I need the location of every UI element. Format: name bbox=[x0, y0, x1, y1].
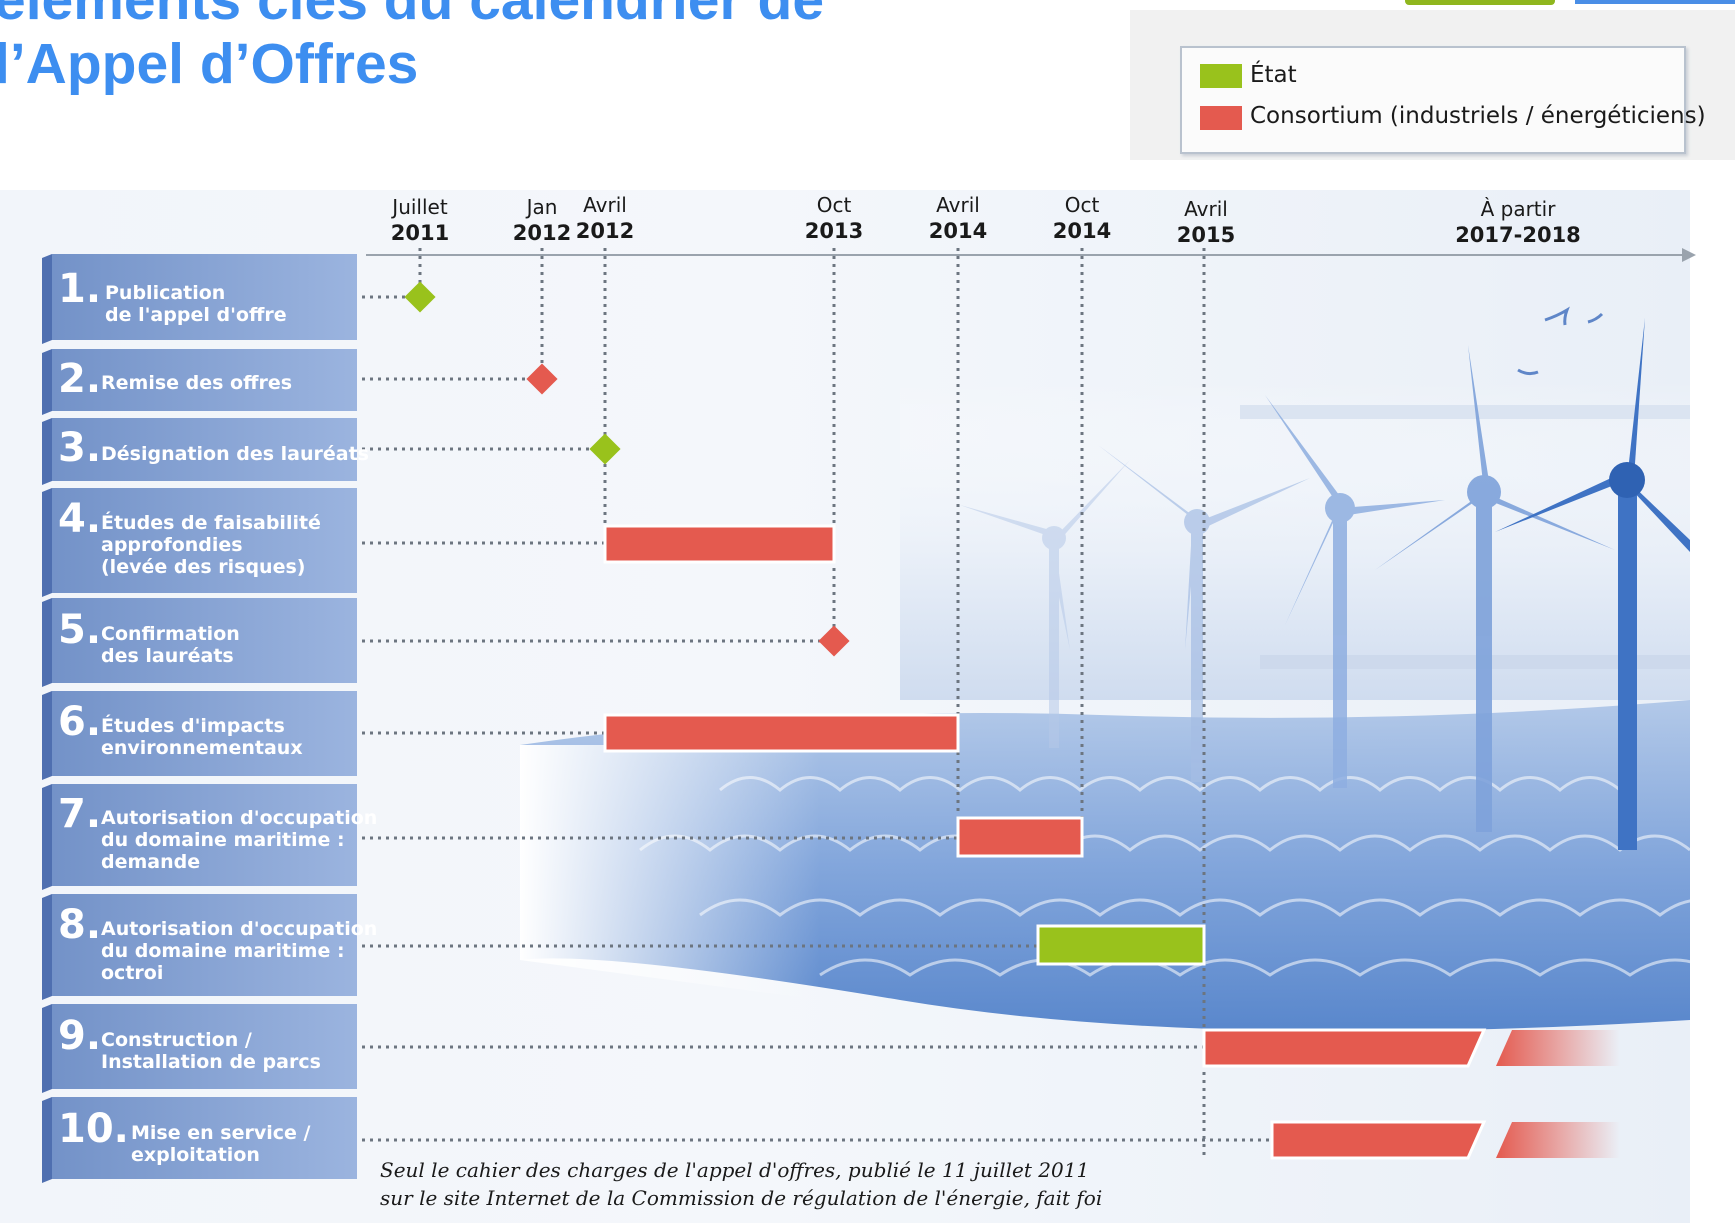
step-panel-4 bbox=[42, 488, 357, 597]
legend: État Consortium (industriels / énergétic… bbox=[1180, 46, 1706, 154]
step-text-7-line-2: du domaine maritime : bbox=[101, 829, 345, 851]
step-panel-7 bbox=[42, 784, 357, 890]
step-text-7-line-3: demande bbox=[101, 851, 201, 873]
wind-turbine-3 bbox=[1265, 395, 1445, 788]
wind-turbine-5 bbox=[1495, 318, 1690, 850]
logo-blue-bar bbox=[1575, 0, 1735, 4]
step-text-2-line-1: Remise des offres bbox=[101, 372, 293, 394]
milestone-step-2 bbox=[526, 363, 558, 395]
cloud-band bbox=[1240, 405, 1690, 419]
step-text-7-line-1: Autorisation d'occupation bbox=[101, 807, 378, 829]
step-text-1-line-2: de l'appel d'offre bbox=[105, 304, 287, 326]
step-text-10-line-2: exploitation bbox=[131, 1144, 260, 1166]
birds-icon bbox=[1517, 306, 1604, 376]
step-text-4-line-1: Études de faisabilité bbox=[101, 512, 321, 534]
step-number-3: 3. bbox=[58, 425, 102, 471]
step-number-7: 7. bbox=[58, 791, 102, 837]
step-number-9: 9. bbox=[58, 1013, 102, 1059]
logo-fragment bbox=[1405, 0, 1735, 8]
step-text-8-line-3: octroi bbox=[101, 962, 164, 984]
step-panels bbox=[42, 254, 357, 1183]
footnote: Seul le cahier des charges de l'appel d'… bbox=[380, 1156, 1102, 1212]
wind-turbine-2 bbox=[1098, 445, 1310, 782]
schedule-marks bbox=[404, 281, 1620, 1160]
step-text-6-line-2: environnementaux bbox=[101, 737, 303, 759]
step-number-8: 8. bbox=[58, 902, 102, 948]
step-panel-3 bbox=[42, 418, 357, 485]
bar-step-4 bbox=[603, 524, 836, 564]
legend-swatch-consortium bbox=[1200, 106, 1242, 130]
bar-step-9 bbox=[1202, 1028, 1620, 1068]
step-number-10: 10. bbox=[58, 1106, 129, 1152]
sea-illustration bbox=[520, 700, 1735, 1032]
step-panel-5 bbox=[42, 598, 357, 687]
step-text-5-line-2: des lauréats bbox=[101, 645, 234, 667]
step-panel-8 bbox=[42, 894, 357, 1000]
bar-step-7 bbox=[956, 816, 1084, 858]
step-leaders bbox=[362, 295, 1271, 1142]
page-title-line-2: l’Appel d’Offres bbox=[0, 32, 419, 96]
bar-step-8 bbox=[1036, 924, 1206, 966]
step-text-4-line-3: (levée des risques) bbox=[101, 556, 306, 578]
step-panel-10 bbox=[42, 1097, 357, 1183]
legend-label-consortium: Consortium (industriels / énergéticiens) bbox=[1250, 103, 1706, 129]
footnote-line-1: Seul le cahier des charges de l'appel d'… bbox=[380, 1158, 1090, 1182]
sky-band bbox=[900, 380, 1690, 700]
step-text-9-line-1: Construction / bbox=[101, 1029, 252, 1051]
step-text-8-line-2: du domaine maritime : bbox=[101, 940, 345, 962]
step-number-1: 1. bbox=[58, 266, 102, 312]
step-text-4-line-2: approfondies bbox=[101, 534, 243, 556]
step-panel-9 bbox=[42, 1004, 357, 1093]
step-number-6: 6. bbox=[58, 699, 102, 745]
step-text-10-line-1: Mise en service / bbox=[131, 1122, 311, 1144]
wind-turbine-4 bbox=[1375, 345, 1615, 832]
step-text-6-line-1: Études d'impacts bbox=[101, 715, 285, 737]
step-text-1-line-1: Publication bbox=[105, 282, 226, 304]
step-number-4: 4. bbox=[58, 496, 102, 542]
step-text-3-line-1: Désignation des lauréats bbox=[101, 443, 369, 465]
page-title: éléments clés du calendrier de l’Appel d… bbox=[0, 0, 994, 96]
footnote-line-2: sur le site Internet de la Commission de… bbox=[380, 1186, 1103, 1210]
logo-green-bar bbox=[1405, 0, 1555, 5]
legend-swatch-etat bbox=[1200, 64, 1242, 88]
step-panel-2 bbox=[42, 349, 357, 415]
bar-step-10 bbox=[1270, 1120, 1620, 1160]
wind-turbine-1 bbox=[960, 460, 1130, 748]
step-number-2: 2. bbox=[58, 356, 102, 402]
horizon-band bbox=[1260, 655, 1690, 669]
page-title-line-1: éléments clés du calendrier de bbox=[0, 0, 825, 32]
legend-label-etat: État bbox=[1250, 62, 1297, 88]
step-panel-1 bbox=[42, 254, 357, 344]
step-panel-6 bbox=[42, 691, 357, 780]
step-number-5: 5. bbox=[58, 607, 102, 653]
milestone-step-1 bbox=[404, 281, 436, 313]
step-text-8-line-1: Autorisation d'occupation bbox=[101, 918, 378, 940]
milestone-step-3 bbox=[589, 433, 621, 465]
time-axis-arrow-icon bbox=[1682, 248, 1696, 262]
step-text-5-line-1: Confirmation bbox=[101, 623, 240, 645]
step-text-9-line-2: Installation de parcs bbox=[101, 1051, 321, 1073]
bar-step-6 bbox=[603, 713, 960, 753]
